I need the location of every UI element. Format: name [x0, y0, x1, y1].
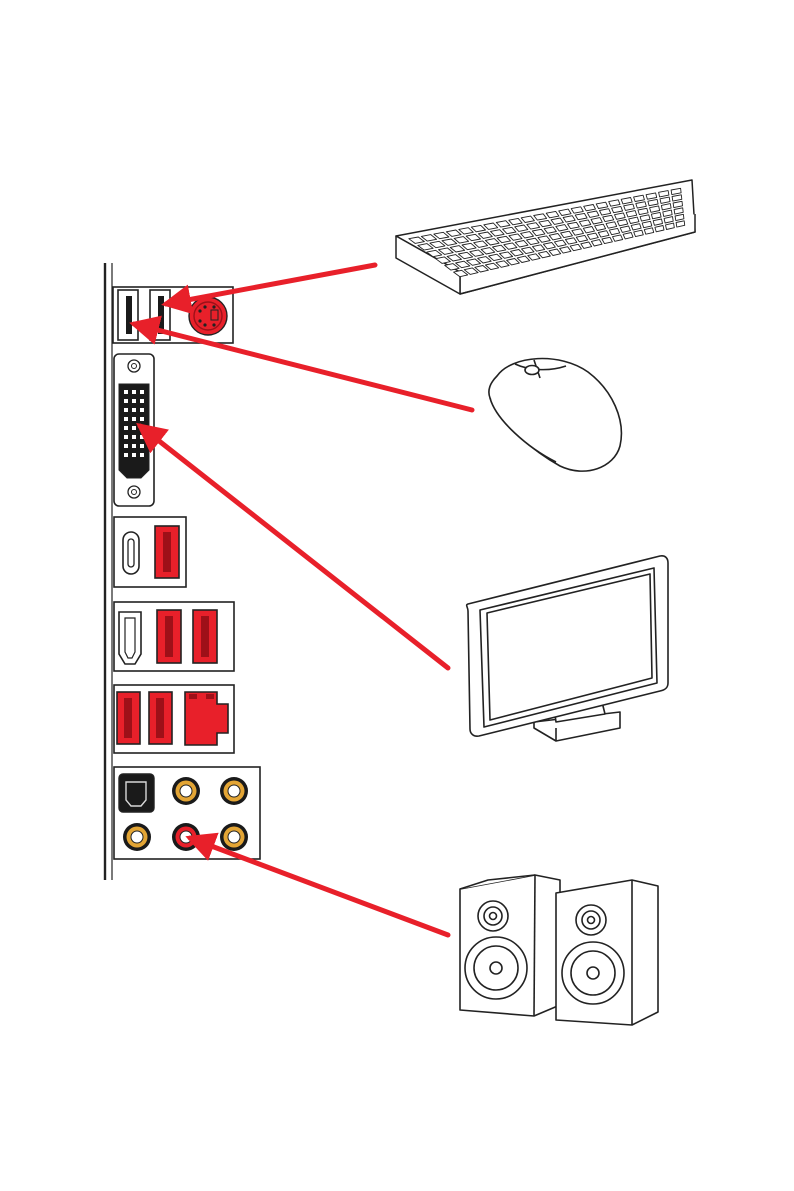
speakers-icon [460, 875, 658, 1025]
monitor-icon [467, 556, 668, 741]
page-number [740, 10, 780, 34]
keyboard-icon [396, 180, 695, 294]
audio-jack [220, 823, 248, 851]
dvi-pin [132, 453, 136, 457]
dvi-pin [132, 426, 136, 430]
dvi-pin [140, 408, 144, 412]
dvi-pin [132, 444, 136, 448]
dvi-pin [140, 435, 144, 439]
usb-a-port [193, 610, 217, 663]
usb-a-port [157, 610, 181, 663]
optical-spdif-port [119, 774, 154, 812]
dvi-pin [124, 408, 128, 412]
usb-a-port [118, 290, 138, 340]
audio-jack-line-out [172, 823, 200, 851]
dvi-pin [140, 453, 144, 457]
dvi-pin [140, 390, 144, 394]
dvi-pin [132, 435, 136, 439]
mouse-icon [489, 359, 622, 472]
dvi-pin [124, 453, 128, 457]
dvi-pin [132, 408, 136, 412]
ps2-port [189, 297, 227, 335]
dvi-pin [124, 417, 128, 421]
dvi-pin [124, 399, 128, 403]
dvi-pin [124, 435, 128, 439]
audio-jack [220, 777, 248, 805]
dvi-pin [132, 390, 136, 394]
usb-c-port [123, 532, 139, 574]
keyboard-key [575, 213, 587, 219]
dvi-pin [124, 444, 128, 448]
dvi-pin [132, 399, 136, 403]
arrow-speakers-to-line-out [190, 838, 448, 935]
hdmi-port [119, 612, 141, 664]
keyboard-key [596, 202, 608, 208]
arrow-keyboard-to-usb [166, 265, 375, 304]
lan-port [185, 692, 228, 745]
dvi-pin [140, 399, 144, 403]
dvi-pin [124, 426, 128, 430]
audio-jack [172, 777, 200, 805]
dvi-pin [140, 444, 144, 448]
usb-a-port [155, 526, 179, 578]
audio-jack [123, 823, 151, 851]
arrow-mouse-to-usb [134, 324, 472, 410]
dvi-pin [140, 417, 144, 421]
dvi-pin [124, 390, 128, 394]
usb-a-port [149, 692, 172, 744]
dvi-pin [132, 417, 136, 421]
usb-a-port [117, 692, 140, 744]
